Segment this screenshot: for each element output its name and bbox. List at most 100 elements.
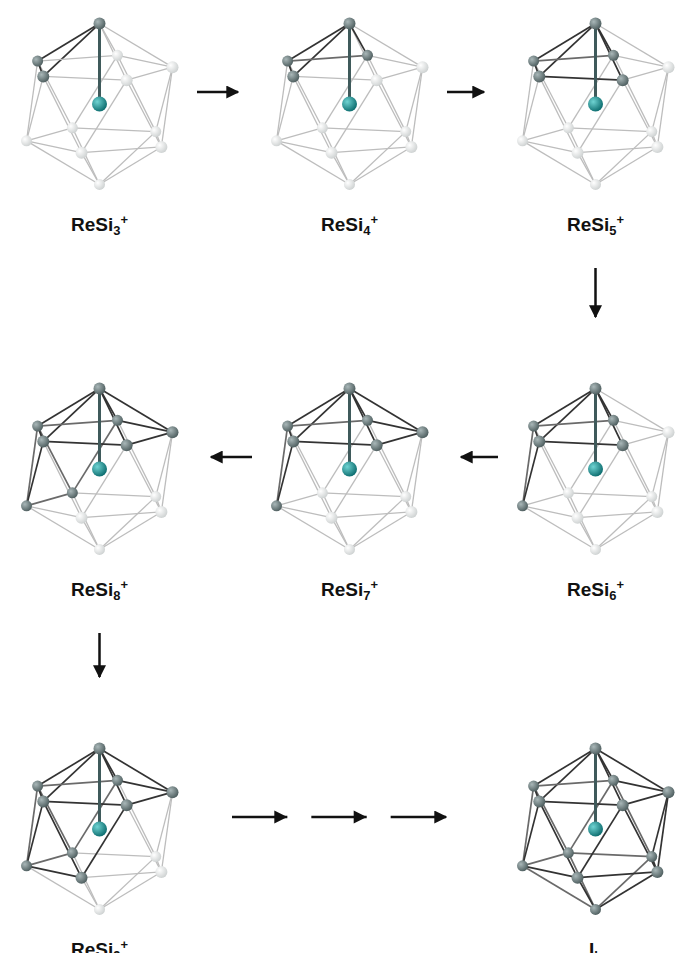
- cluster-bond: [367, 420, 422, 432]
- silicon-site: [76, 872, 88, 884]
- cluster-bond: [623, 792, 669, 805]
- silicon-site: [646, 491, 657, 502]
- cluster-bond: [100, 512, 162, 549]
- cluster-bond: [657, 67, 668, 147]
- cluster-bond: [539, 24, 595, 77]
- silicon-site: [76, 147, 88, 159]
- silicon-site: [287, 435, 299, 447]
- cluster-bond: [596, 147, 658, 184]
- cluster-bond: [367, 420, 405, 496]
- silicon-site: [317, 122, 328, 133]
- cluster-bond: [43, 749, 99, 802]
- cluster-bond: [350, 389, 423, 433]
- cluster-model: [517, 18, 674, 190]
- cluster-bond: [117, 780, 172, 792]
- silicon-site: [21, 860, 32, 871]
- cluster-bond: [27, 426, 38, 506]
- cluster-bond: [613, 780, 668, 792]
- silicon-site: [563, 487, 574, 498]
- silicon-site: [271, 500, 282, 511]
- cluster-bond: [127, 445, 162, 512]
- cluster-bond: [288, 55, 368, 61]
- silicon-site: [371, 74, 383, 86]
- cluster-bond: [117, 780, 155, 856]
- silicon-site: [94, 18, 106, 30]
- rhenium-atom: [92, 97, 107, 112]
- silicon-site: [528, 56, 539, 67]
- cluster-bond: [277, 506, 332, 518]
- cluster-node: ReSi8+: [12, 365, 187, 617]
- cluster-bond: [156, 432, 173, 496]
- cluster-bond: [613, 420, 668, 432]
- silicon-site: [32, 421, 43, 432]
- cluster-bond: [623, 67, 669, 80]
- silicon-site: [405, 141, 417, 153]
- cluster-bond: [293, 389, 349, 442]
- cluster-bond: [539, 801, 577, 877]
- arrow-connector: [594, 268, 597, 317]
- metal-bond: [348, 389, 351, 469]
- silicon-site: [572, 512, 584, 524]
- cluster-bond: [82, 512, 162, 518]
- arrow-connector: [461, 456, 498, 459]
- cluster-bond: [523, 128, 569, 141]
- silicon-site: [121, 74, 133, 86]
- silicon-site: [21, 500, 32, 511]
- cluster-bond: [523, 853, 569, 866]
- cluster-model: [21, 743, 178, 915]
- cluster-bond: [568, 420, 613, 493]
- cluster-bond: [523, 506, 578, 518]
- silicon-site: [362, 415, 373, 426]
- silicon-site: [617, 439, 629, 451]
- silicon-site: [517, 860, 528, 871]
- cluster-bond: [534, 420, 614, 426]
- cluster-bond: [534, 749, 596, 786]
- cluster-model: [517, 383, 674, 555]
- formula-label: ReSi8+: [71, 577, 128, 603]
- cluster-bond: [38, 786, 73, 853]
- silicon-site: [590, 383, 602, 395]
- silicon-site: [67, 847, 78, 858]
- cluster-bond: [27, 866, 100, 910]
- cluster-bond: [332, 445, 377, 518]
- cluster-bond: [539, 441, 622, 445]
- cluster-bond: [43, 441, 126, 445]
- cluster-bond: [43, 24, 99, 77]
- cluster-bond: [377, 67, 423, 80]
- cluster-bond: [72, 55, 117, 128]
- cluster-bond: [277, 141, 332, 153]
- formula-label: Ih: [589, 937, 602, 953]
- cluster-bond: [568, 853, 651, 857]
- silicon-site: [150, 491, 161, 502]
- cluster-bond: [350, 132, 406, 185]
- cluster-bond: [27, 866, 82, 878]
- cluster-bond: [117, 55, 155, 131]
- metal-bond: [98, 749, 101, 829]
- cluster-bond: [523, 426, 534, 506]
- cluster-bond: [43, 389, 99, 442]
- silicon-site: [166, 61, 178, 73]
- cluster-bond: [377, 445, 412, 512]
- silicon-site: [646, 126, 657, 137]
- cluster-node: ReSi6+: [508, 365, 683, 617]
- cluster-bond: [43, 76, 126, 80]
- cluster-bond: [288, 389, 350, 426]
- silicon-site: [94, 383, 106, 395]
- formula-label: ReSi9+: [71, 937, 128, 953]
- silicon-site: [326, 147, 338, 159]
- cluster-bond: [596, 872, 658, 909]
- silicon-site: [112, 50, 123, 61]
- silicon-site: [32, 781, 43, 792]
- cluster-bond: [652, 792, 669, 856]
- cluster-model: [517, 743, 674, 915]
- silicon-site: [405, 506, 417, 518]
- silicon-site: [590, 743, 602, 755]
- cluster-bond: [623, 80, 658, 147]
- metal-bond: [594, 24, 597, 104]
- silicon-site: [533, 435, 545, 447]
- silicon-site: [67, 487, 78, 498]
- cluster-bond: [534, 24, 596, 61]
- cluster-bond: [100, 857, 156, 910]
- formula-label: ReSi3+: [71, 212, 128, 238]
- cluster-bond: [568, 780, 613, 853]
